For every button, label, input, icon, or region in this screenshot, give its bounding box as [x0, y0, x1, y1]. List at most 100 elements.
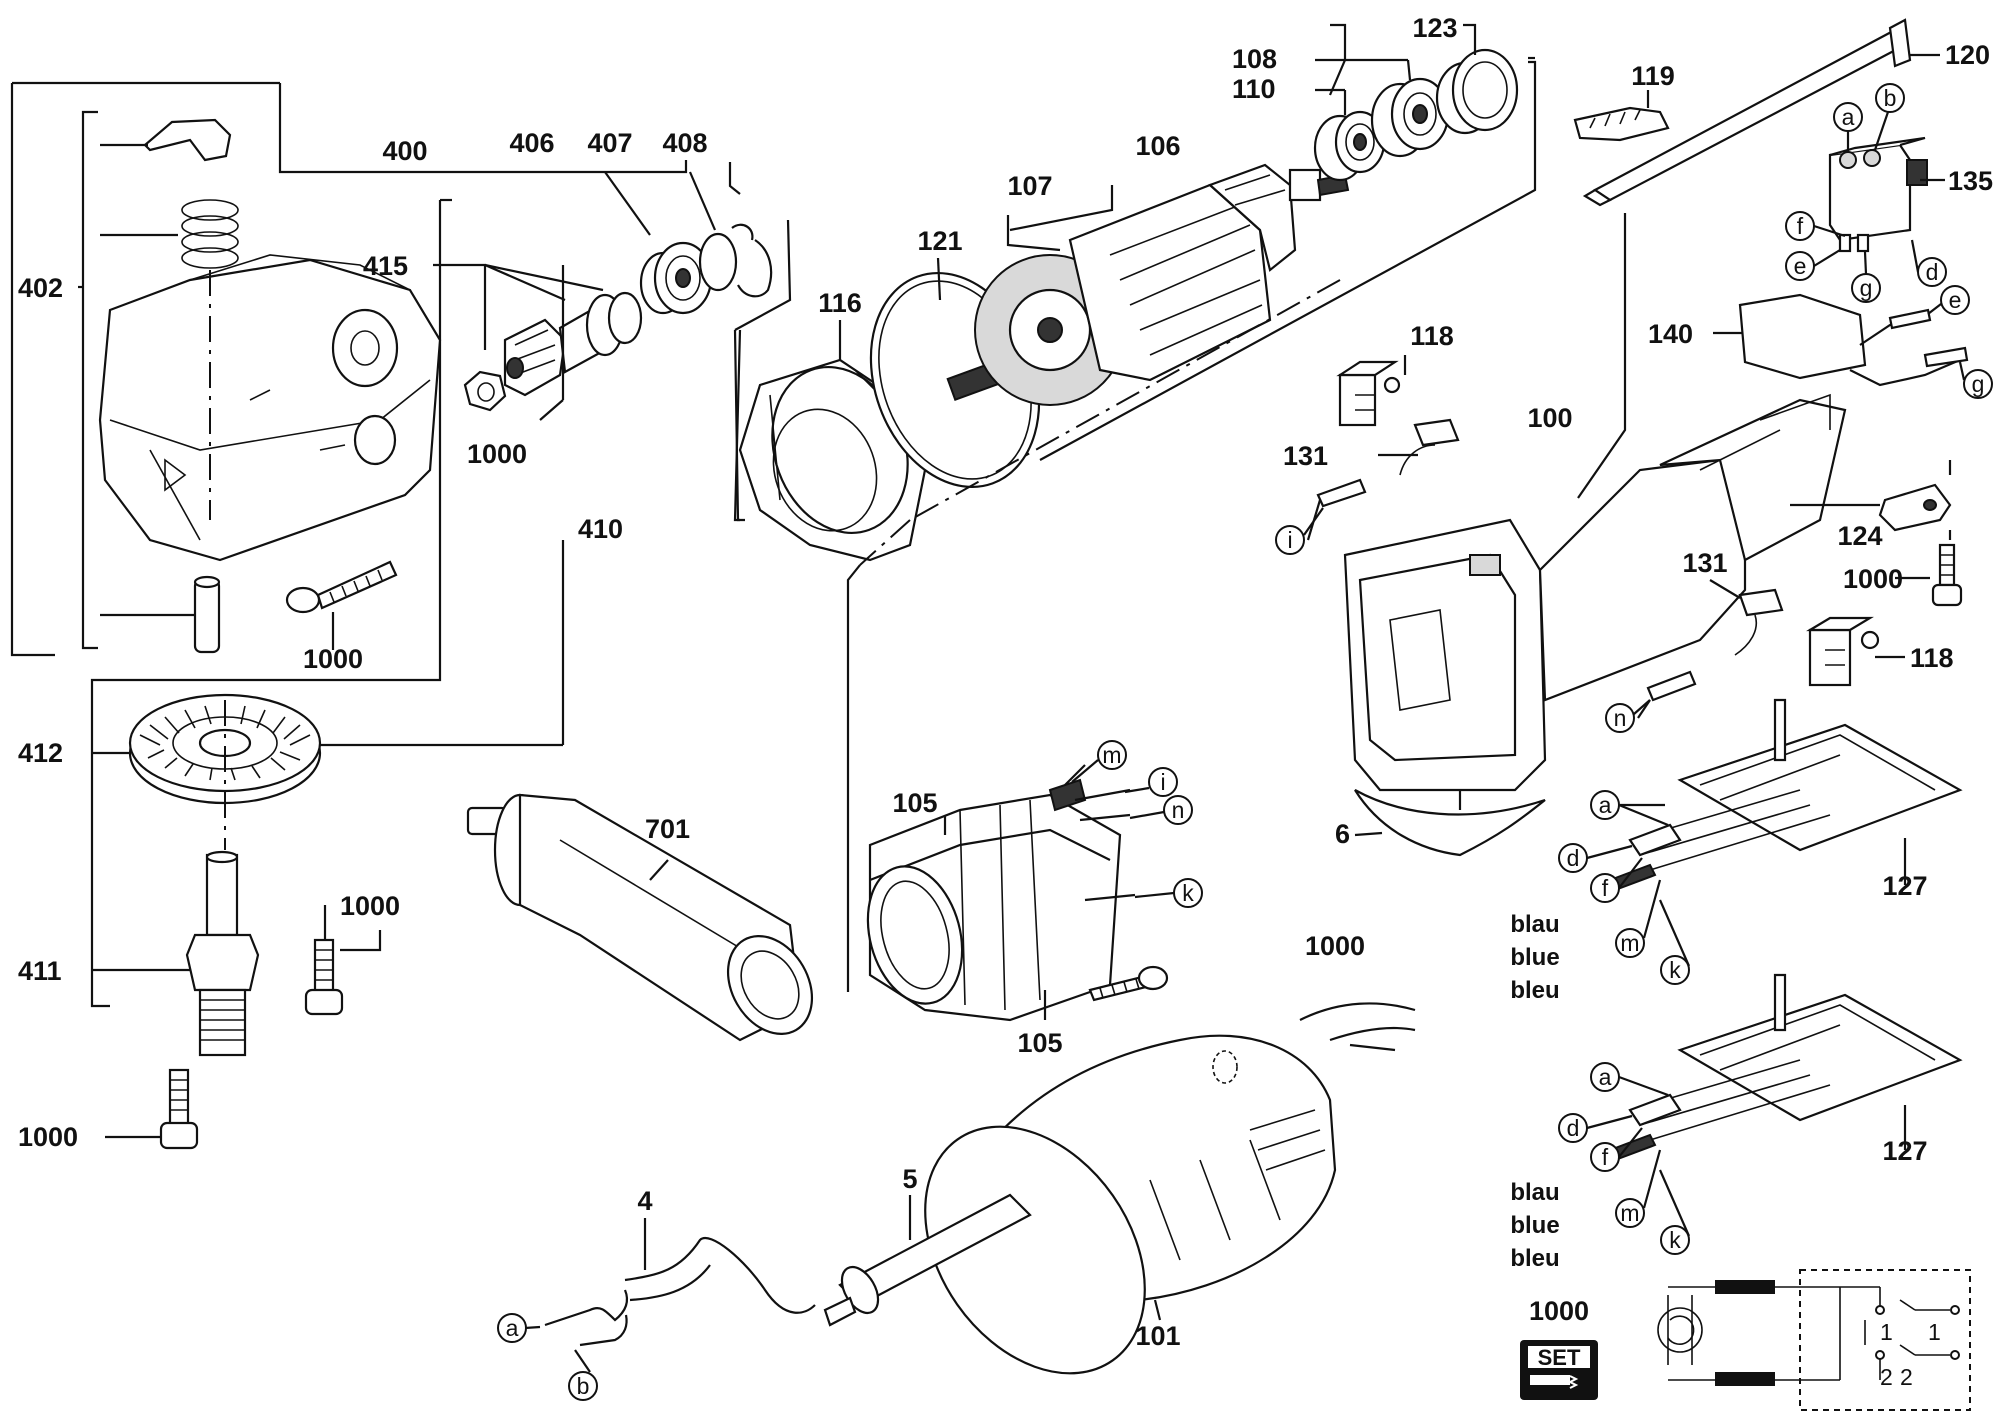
- spindle-lock-button: [143, 118, 232, 162]
- spring: [181, 199, 239, 269]
- switch-135: [1828, 136, 1928, 253]
- wire-color-blue-bottom: blue: [1510, 1212, 1559, 1239]
- letter-bubbles: a b f e g d e g i n m i n k a d f m k a …: [497, 83, 1993, 1401]
- bubble-a-cord: a: [506, 1315, 519, 1341]
- bubble-k-harness-bottom: k: [1669, 1227, 1681, 1253]
- callout-131-bottom: 131: [1682, 548, 1727, 578]
- side-handle-701: [466, 793, 814, 1042]
- pinion-415: [503, 291, 643, 397]
- callout-127-bottom: 127: [1882, 1136, 1927, 1166]
- callout-110: 110: [1232, 74, 1276, 104]
- set-badge: SET: [1520, 1340, 1598, 1400]
- bubble-k-stator: k: [1182, 880, 1194, 906]
- gear-housing: [98, 254, 442, 562]
- callout-406: 406: [509, 128, 554, 158]
- bubble-i-stator: i: [1160, 769, 1165, 795]
- armature-group: [733, 23, 1537, 992]
- fan-baffle-116: [738, 358, 927, 562]
- callout-408: 408: [662, 128, 707, 158]
- schematic-label-2-left: 2: [1880, 1364, 1893, 1390]
- bubble-k-harness-top: k: [1669, 957, 1681, 983]
- callout-1000-housing: 1000: [1305, 931, 1365, 961]
- screw-1000-e: [1088, 965, 1169, 1002]
- bushing-123: [1435, 48, 1519, 135]
- callout-100: 100: [1527, 403, 1572, 433]
- bubble-g-capacitor: g: [1972, 371, 1985, 397]
- callout-412: 412: [18, 738, 63, 768]
- schematic-label-1-right: 1: [1928, 1319, 1941, 1345]
- brush-holder-118-b: [1806, 616, 1880, 687]
- bubble-m-harness-top: m: [1620, 930, 1639, 956]
- callout-127-top: 127: [1882, 871, 1927, 901]
- callout-108: 108: [1232, 44, 1277, 74]
- bubble-g-switch: g: [1860, 275, 1873, 301]
- housing-screw: [285, 560, 398, 614]
- rear-housing-101: [924, 1034, 1337, 1375]
- bubble-i-brush: i: [1287, 527, 1292, 553]
- wiring-schematic: 1 1 2 2: [1657, 1269, 1971, 1411]
- switch-cap-119: [1573, 106, 1670, 142]
- callout-118-bottom: 118: [1910, 643, 1954, 673]
- lock-pin: [193, 575, 221, 654]
- bubble-f-harness-bottom: f: [1602, 1144, 1609, 1170]
- bubble-leaders: [1071, 111, 1966, 1237]
- callout-105-bottom: 105: [1017, 1028, 1062, 1058]
- power-cord-4: [544, 1237, 816, 1347]
- callout-400: 400: [382, 136, 427, 166]
- armature-106: [946, 163, 1350, 406]
- callout-415: 415: [363, 251, 408, 281]
- callout-106: 106: [1135, 131, 1180, 161]
- callout-124: 124: [1837, 521, 1882, 551]
- callout-116: 116: [818, 288, 862, 318]
- callout-1000-nut: 1000: [467, 439, 527, 469]
- carbon-brush-131-a: [1316, 418, 1460, 508]
- switch-rod-120: [1582, 18, 1912, 207]
- callout-120: 120: [1945, 40, 1990, 70]
- callout-107: 107: [1007, 171, 1052, 201]
- nut: [463, 370, 507, 412]
- callout-121: 121: [917, 226, 962, 256]
- set-number: 1000: [1529, 1296, 1589, 1326]
- set-label: SET: [1538, 1345, 1581, 1370]
- callout-131-top: 131: [1283, 441, 1328, 471]
- callout-119: 119: [1631, 61, 1675, 91]
- callout-4: 4: [637, 1186, 652, 1216]
- wire-color-bleu-top: bleu: [1510, 977, 1559, 1004]
- carbon-brush-131-b: [1646, 588, 1784, 702]
- callout-701: 701: [645, 814, 690, 844]
- bubble-b-cord: b: [577, 1373, 590, 1399]
- stator-105: [866, 764, 1136, 1022]
- schematic-label-2-right: 2: [1900, 1364, 1913, 1390]
- callout-101: 101: [1135, 1321, 1180, 1351]
- motor-housing-100: [1343, 393, 1847, 792]
- ring-407: [698, 232, 738, 292]
- bubble-d-harness-top: d: [1567, 845, 1580, 871]
- bubble-n-stator: n: [1172, 797, 1185, 823]
- bubble-d-switch: d: [1926, 259, 1939, 285]
- bubble-m-stator: m: [1102, 742, 1121, 768]
- callout-105-top: 105: [892, 788, 937, 818]
- wire-harness-127-b: [1608, 973, 1963, 1162]
- callout-1000-screw: 1000: [303, 644, 363, 674]
- callout-402: 402: [18, 273, 63, 303]
- label-plate-6: [1354, 789, 1546, 857]
- callout-1000-small: 1000: [340, 891, 400, 921]
- bubble-d-harness-bottom: d: [1567, 1115, 1580, 1141]
- callout-407: 407: [587, 128, 632, 158]
- bubble-f-switch: f: [1797, 213, 1804, 239]
- screw-1000-b: [304, 938, 344, 1016]
- brush-holder-118-a: [1336, 360, 1401, 427]
- wire-color-bleu-bottom: bleu: [1510, 1245, 1559, 1272]
- bubble-b-switch: b: [1884, 85, 1897, 111]
- callout-1000-spindle: 1000: [18, 1122, 78, 1152]
- callout-123: 123: [1412, 13, 1457, 43]
- wire-color-blue-top: blue: [1510, 944, 1559, 971]
- wire-color-blau-top: blau: [1510, 911, 1559, 938]
- callout-5: 5: [902, 1164, 917, 1194]
- power-cable: [1299, 1002, 1416, 1021]
- bubble-a-harness-bottom: a: [1599, 1064, 1612, 1090]
- callout-6: 6: [1335, 819, 1350, 849]
- bubble-f-harness-top: f: [1602, 875, 1609, 901]
- bearing-108: [1370, 77, 1450, 158]
